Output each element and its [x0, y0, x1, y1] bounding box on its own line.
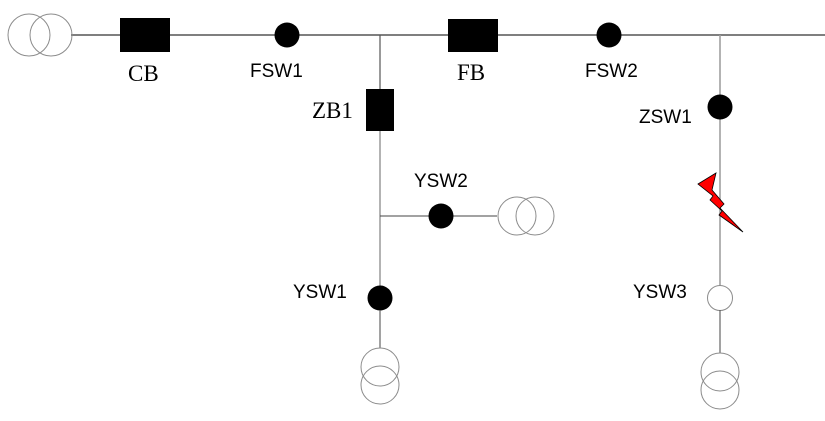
ysw1-transformer-icon — [360, 347, 400, 405]
ysw3-label: YSW3 — [633, 282, 687, 303]
fb-label: FB — [457, 60, 486, 85]
zb1-breaker-icon[interactable] — [366, 89, 394, 131]
fsw2-label: FSW2 — [585, 61, 638, 82]
fsw1-switch-icon[interactable] — [274, 22, 300, 48]
ysw2-switch-icon[interactable] — [428, 203, 454, 229]
zsw1-label: ZSW1 — [639, 107, 692, 128]
cb-label: CB — [128, 61, 159, 86]
fb-breaker-icon[interactable] — [448, 19, 498, 52]
ysw3-transformer-icon — [700, 352, 740, 410]
fsw1-label: FSW1 — [250, 61, 303, 82]
ysw1-switch-icon[interactable] — [367, 285, 393, 311]
ysw3-switch-icon[interactable] — [707, 285, 733, 311]
source-transformer-icon — [7, 13, 73, 57]
ysw2-transformer-icon — [497, 196, 555, 236]
zsw1-switch-icon[interactable] — [707, 94, 733, 120]
ysw2-label: YSW2 — [414, 171, 468, 192]
fault-lightning-icon — [697, 172, 744, 233]
fsw2-switch-icon[interactable] — [596, 22, 622, 48]
cb-breaker-icon[interactable] — [120, 18, 170, 52]
zb1-label: ZB1 — [312, 98, 353, 123]
ysw1-label: YSW1 — [293, 282, 347, 303]
